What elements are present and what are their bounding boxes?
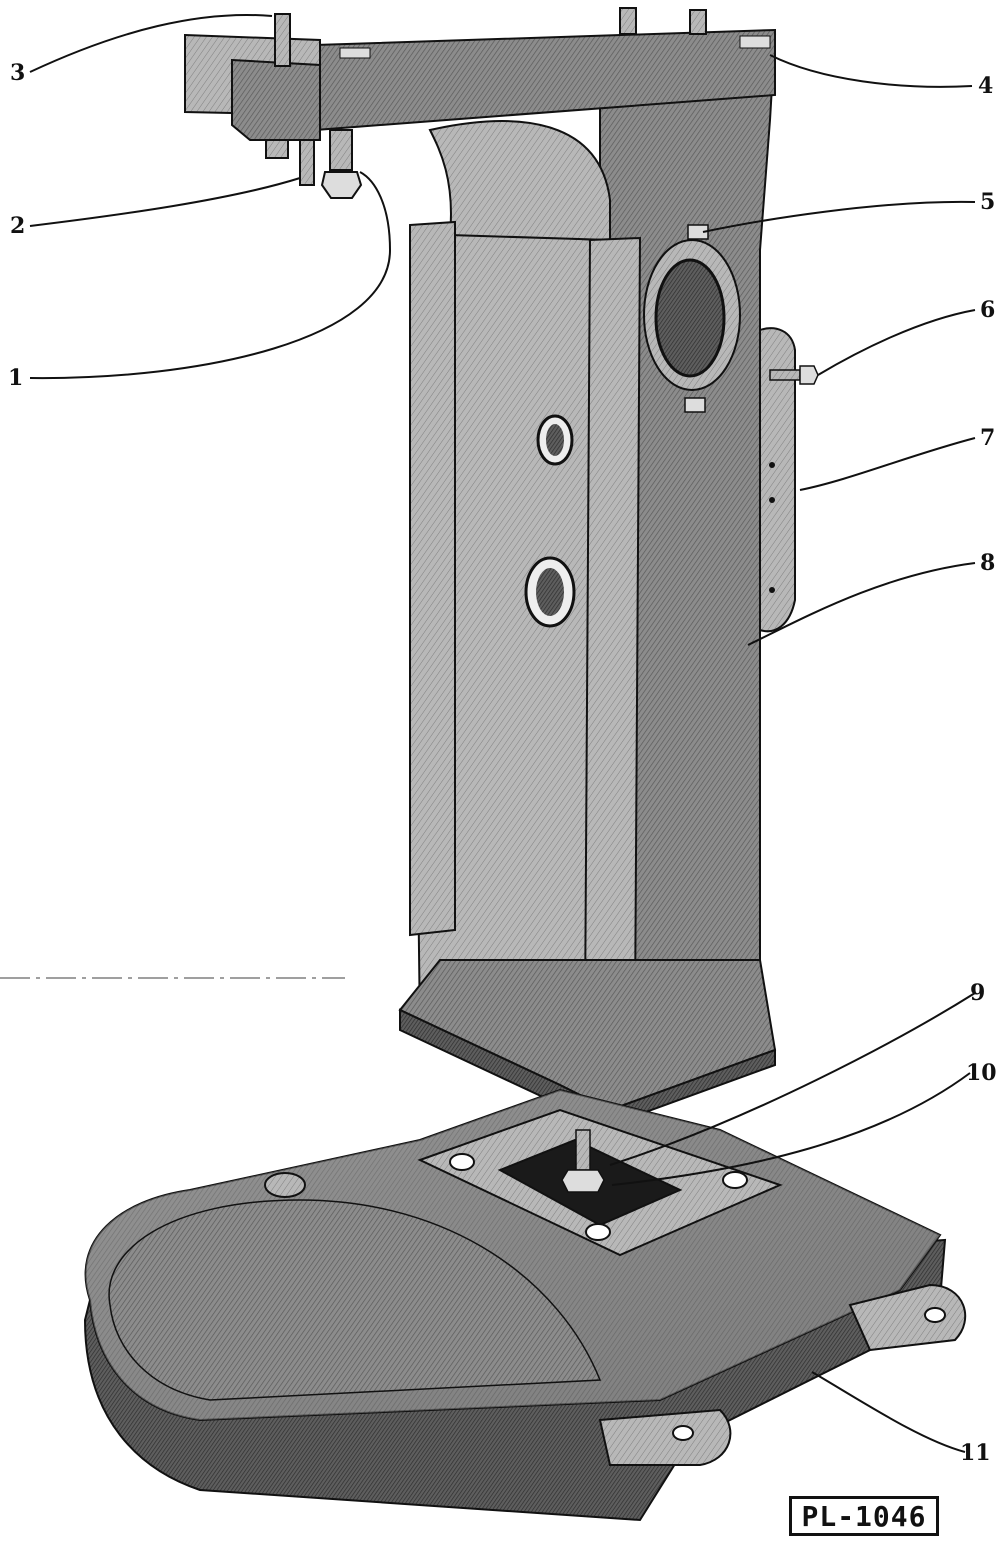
elevating-screw: [575, 1129, 591, 1171]
leader-7: [799, 437, 976, 491]
callout-5: 5: [980, 189, 995, 215]
leader-5: [702, 200, 976, 233]
callout-10: 10: [966, 1060, 997, 1086]
leader-6: [817, 309, 976, 376]
leader-8: [747, 562, 976, 646]
callout-6: 6: [980, 297, 995, 323]
adjusting-screw: [265, 139, 315, 186]
plate-id-label: PL-1046: [801, 1499, 927, 1533]
leader-2: [29, 177, 301, 227]
leader-4: [769, 54, 973, 88]
bearing-cover-ring: [643, 224, 741, 413]
callout-7: 7: [980, 425, 995, 451]
plate-id-box: PL-1046: [789, 1496, 939, 1536]
top-stud: [274, 7, 707, 67]
column-casting: [398, 33, 777, 1127]
callout-3: 3: [10, 60, 25, 86]
callout-4: 4: [978, 73, 993, 99]
leader-3: [29, 13, 273, 73]
leader-10: [611, 1072, 971, 1186]
callout-2: 2: [10, 213, 25, 239]
lock-nut: [320, 129, 363, 199]
callout-1: 1: [8, 365, 23, 391]
leader-1: [29, 171, 392, 380]
side-cover-plate: [759, 327, 796, 633]
screw-nut: [561, 1169, 605, 1193]
cover-screw: [769, 365, 819, 385]
callout-11: 11: [960, 1440, 991, 1466]
callout-labels: 1 2 3 4 5 6 7 8 9 10 11: [8, 60, 997, 1466]
leader-9: [609, 992, 976, 1166]
callout-9: 9: [970, 980, 985, 1006]
leader-11: [811, 1371, 966, 1453]
leader-lines: [29, 13, 976, 1453]
callout-8: 8: [980, 550, 995, 576]
overarm-head: [184, 28, 776, 141]
